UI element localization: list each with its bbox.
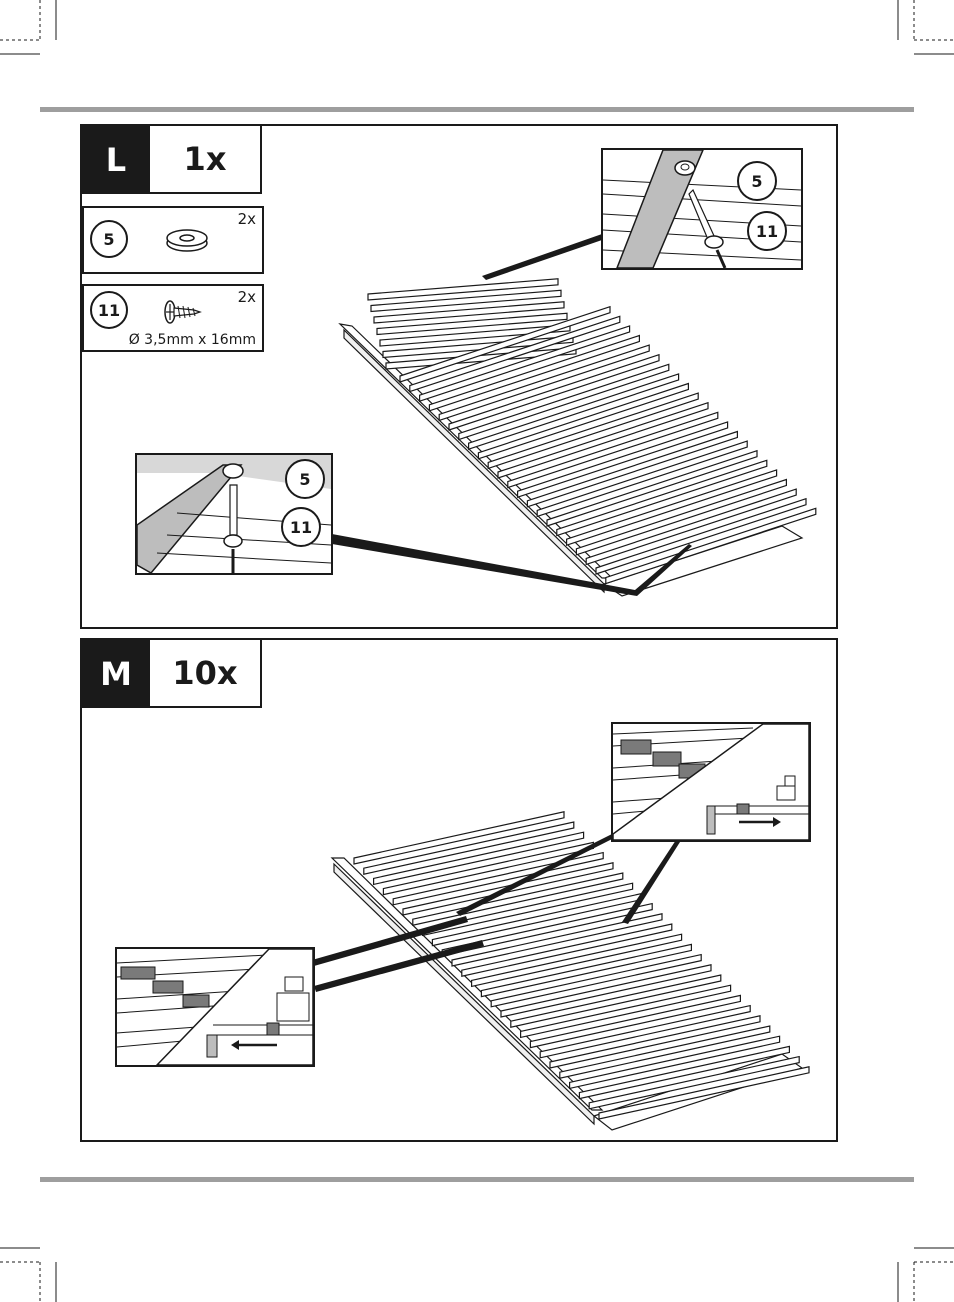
slat xyxy=(585,488,797,566)
slat xyxy=(526,430,739,508)
callout-part-number: 5 xyxy=(737,161,777,201)
slat xyxy=(409,315,621,393)
washer-icon xyxy=(166,229,208,252)
step-letter: L xyxy=(82,126,150,194)
slat xyxy=(536,440,748,518)
slat xyxy=(529,994,742,1049)
slat xyxy=(471,933,683,988)
slat xyxy=(546,449,758,527)
slat xyxy=(373,831,585,886)
slat xyxy=(480,943,693,998)
slat xyxy=(419,325,631,403)
step-letter: M xyxy=(82,640,150,708)
slat xyxy=(549,1015,761,1069)
slat xyxy=(559,1025,771,1079)
slat xyxy=(566,469,778,547)
slide-right-icon xyxy=(613,724,809,840)
slat xyxy=(517,421,729,499)
bottom-rule xyxy=(40,1177,914,1182)
slat xyxy=(510,974,722,1028)
screw-icon xyxy=(164,300,202,324)
slat xyxy=(507,411,719,489)
part-quantity: 2x xyxy=(237,210,256,228)
slat xyxy=(575,478,788,556)
step-quantity: 1x xyxy=(150,126,262,194)
slat xyxy=(353,811,565,865)
slat xyxy=(363,821,575,875)
slat xyxy=(477,382,690,460)
head-slat xyxy=(370,289,562,313)
slat xyxy=(569,1035,781,1090)
part-quantity: 2x xyxy=(237,288,256,306)
slat xyxy=(605,507,817,585)
detail-foot-end: 5 11 xyxy=(135,453,333,575)
slat xyxy=(428,334,641,412)
slat xyxy=(588,1055,800,1110)
step-quantity: 10x xyxy=(150,640,262,708)
part-number: 5 xyxy=(90,220,128,258)
slat xyxy=(539,1004,751,1059)
foot-end-screw-detail xyxy=(137,455,331,573)
callout-part-number: 5 xyxy=(285,459,325,499)
head-slat xyxy=(373,301,565,324)
part-box-washer: 5 2x xyxy=(82,206,264,274)
head-slat xyxy=(376,312,568,336)
slat xyxy=(556,459,768,537)
detail-slide-left xyxy=(115,947,315,1067)
slat xyxy=(497,401,709,479)
slat xyxy=(598,1066,810,1120)
callout-part-number: 11 xyxy=(281,507,321,547)
slatted-frame-flat-illustration xyxy=(312,811,810,1131)
detail-head-end: 5 11 xyxy=(601,148,803,270)
head-slat xyxy=(367,278,559,301)
slat xyxy=(490,953,702,1008)
slat xyxy=(458,363,670,441)
slat xyxy=(578,1045,791,1100)
step-l-panel: L 1x 5 2x 11 xyxy=(80,124,838,629)
part-box-screw: 11 2x Ø 3,5mm x 16mm xyxy=(82,284,264,352)
slat xyxy=(487,392,699,470)
head-slat xyxy=(379,324,571,347)
slide-left-icon xyxy=(117,949,313,1065)
detail-slide-right xyxy=(611,722,811,842)
slat xyxy=(461,923,673,977)
slat xyxy=(399,305,611,383)
step-m-panel: M 10x xyxy=(80,638,838,1142)
slat xyxy=(595,497,807,575)
slat xyxy=(500,964,712,1018)
slatted-frame-raised-illustration xyxy=(332,234,817,597)
top-rule xyxy=(40,107,914,112)
slat xyxy=(438,344,650,422)
slat xyxy=(520,984,732,1039)
slat xyxy=(448,353,660,431)
slat xyxy=(468,373,680,451)
part-number: 11 xyxy=(90,291,128,329)
slat xyxy=(451,913,663,967)
screw-dimension: Ø 3,5mm x 16mm xyxy=(128,332,256,348)
callout-part-number: 11 xyxy=(747,211,787,251)
